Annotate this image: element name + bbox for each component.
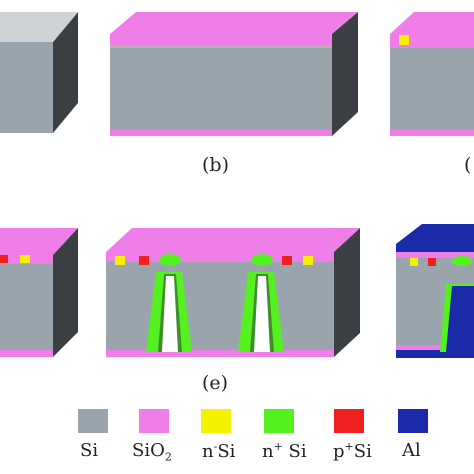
block-f-nminus-pad — [410, 258, 418, 266]
legend-swatch-nminus — [201, 409, 231, 433]
block-c-nminus-pad — [399, 35, 409, 45]
block-e-front — [106, 252, 334, 357]
legend-swatch-pplus — [334, 409, 364, 433]
block-f-pplus-pad — [428, 258, 436, 266]
block-e-pplus-pad-2 — [282, 256, 292, 265]
block-f-al-bottom — [396, 350, 474, 358]
caption-b: (b) — [202, 154, 229, 176]
block-f-oxide-top — [396, 252, 474, 258]
block-e — [106, 228, 360, 357]
block-e-nminus-pad-2 — [303, 256, 313, 265]
block-e-nminus-pad-1 — [115, 256, 125, 265]
legend-label-si: Si — [80, 440, 99, 461]
block-f — [396, 224, 474, 358]
block-a-front — [0, 42, 53, 133]
block-e-side — [334, 228, 360, 357]
block-e-trench-1 — [146, 254, 192, 352]
block-c-front — [390, 34, 474, 136]
block-e-pplus-pad-1 — [139, 256, 149, 265]
block-f-top-al — [396, 224, 474, 244]
block-f-oxide-bottom — [396, 345, 474, 350]
block-f-al-top — [396, 244, 474, 252]
block-d-nminus-pad — [20, 255, 30, 263]
block-b-side — [332, 12, 358, 136]
legend-label-al: Al — [402, 440, 421, 461]
block-d-top — [0, 228, 78, 255]
block-e-trench-2 — [238, 254, 284, 352]
block-e-top-oxide — [106, 252, 334, 262]
legend-swatch-al — [398, 409, 428, 433]
block-f-trench — [440, 256, 474, 352]
legend-swatch-sio2 — [139, 409, 169, 433]
legend-label-sio2: SiO2 — [132, 440, 172, 464]
legend-label-pplus: p+Si — [333, 440, 372, 462]
block-a-top — [0, 12, 78, 42]
caption-c-partial: ( — [464, 154, 472, 176]
legend-label-nminus: n-Si — [202, 440, 236, 462]
block-b-top — [110, 12, 358, 34]
block-b — [110, 12, 358, 136]
caption-e: (e) — [202, 372, 229, 394]
block-a — [0, 12, 78, 133]
block-c-top — [390, 12, 474, 34]
block-d-bottom-oxide — [0, 350, 53, 357]
block-d-side — [53, 228, 78, 357]
block-d-front — [0, 255, 53, 357]
block-c-top-oxide — [390, 34, 474, 48]
legend — [78, 409, 428, 433]
block-c — [390, 12, 474, 136]
block-e-bottom-oxide — [106, 350, 334, 357]
block-b-front — [110, 34, 332, 136]
legend-swatch-nplus — [264, 409, 294, 433]
legend-swatch-si — [78, 409, 108, 433]
block-d-pplus-pad — [0, 255, 8, 263]
legend-label-nplus: n+ Si — [262, 440, 307, 462]
block-b-bottom-oxide — [110, 130, 332, 136]
block-d — [0, 228, 78, 357]
block-b-top-oxide — [110, 34, 332, 48]
block-e-top — [106, 228, 360, 252]
block-a-side — [53, 12, 78, 133]
block-c-bottom-oxide — [390, 130, 474, 136]
